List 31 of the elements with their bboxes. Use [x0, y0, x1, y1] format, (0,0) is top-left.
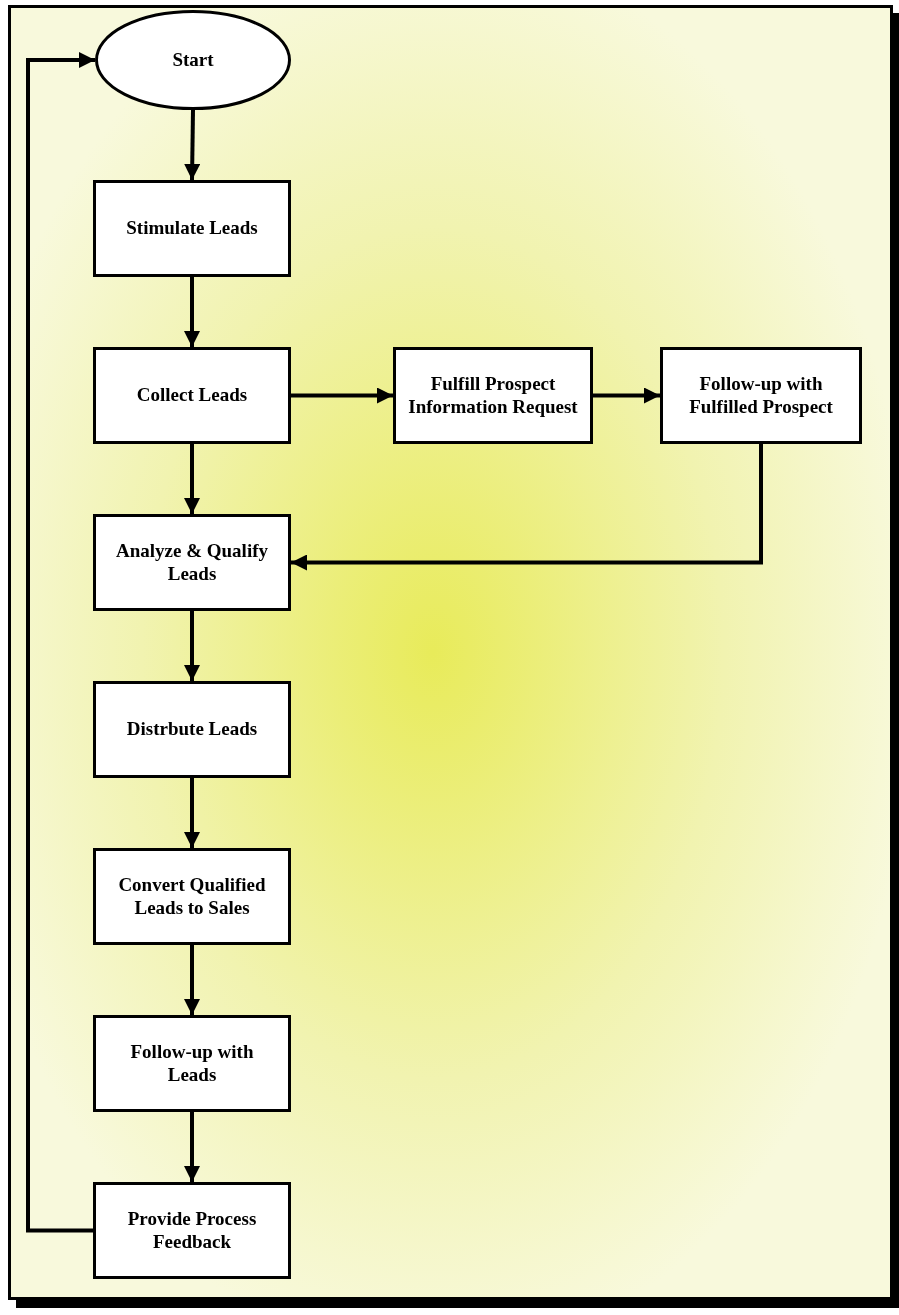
arrow: [291, 387, 393, 404]
node-label: Follow-up with Fulfilled Prospect: [688, 372, 834, 419]
node-label: Provide Process Feedback: [126, 1207, 258, 1254]
process-box: [660, 347, 862, 444]
arrow: [184, 945, 200, 1015]
process-box: [93, 514, 291, 611]
node-label: Distrbute Leads: [126, 718, 258, 741]
node-label: Analyze & Qualify Leads: [115, 539, 269, 586]
arrow: [26, 52, 95, 1233]
arrow: [184, 1112, 200, 1182]
process-box: [393, 347, 593, 444]
arrow: [593, 387, 660, 404]
arrow: [184, 778, 200, 848]
node-label: Follow-up with Leads: [129, 1040, 255, 1087]
arrow: [184, 444, 200, 514]
arrow: [184, 277, 200, 347]
node-label: Collect Leads: [136, 384, 248, 407]
node-label: Start: [172, 48, 214, 72]
arrow: [184, 611, 200, 681]
process-box: [93, 681, 291, 778]
process-box: [93, 1182, 291, 1279]
arrow: [184, 109, 201, 181]
arrow: [291, 444, 763, 571]
node-label: Convert Qualified Leads to Sales: [117, 873, 267, 920]
start-ellipse: [95, 10, 291, 110]
node-label: Stimulate Leads: [126, 217, 258, 240]
process-box: [93, 848, 291, 945]
process-box: [93, 347, 291, 444]
process-box: [93, 1015, 291, 1112]
process-box: [93, 180, 291, 277]
node-label: Fulfill Prospect Information Request: [407, 372, 579, 419]
